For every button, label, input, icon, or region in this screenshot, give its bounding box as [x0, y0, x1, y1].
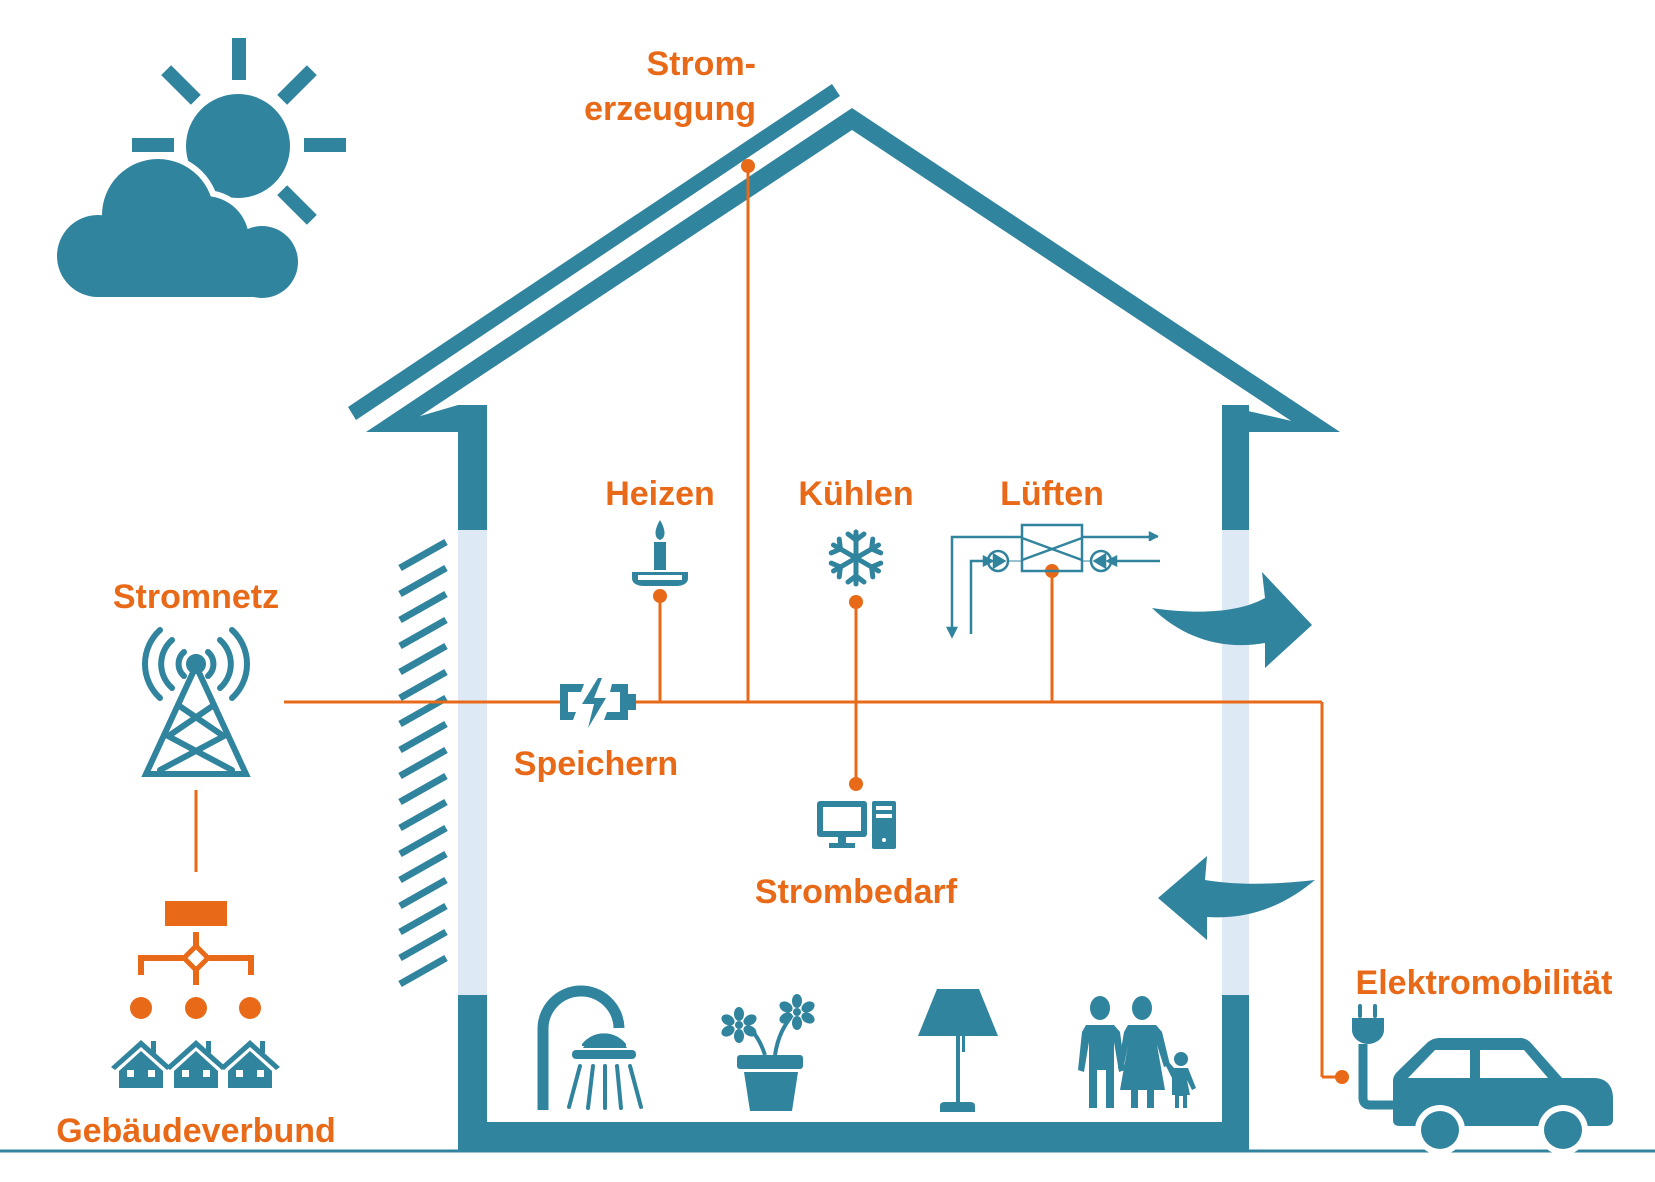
house-wall-left [458, 405, 487, 530]
louver-slat [398, 538, 448, 572]
label-power-generation-2: erzeugung [584, 90, 756, 128]
louver-slat [398, 564, 448, 598]
label-demand: Strombedarf [755, 873, 958, 911]
label-storage: Speichern [514, 745, 678, 783]
snowflake-icon [829, 529, 882, 584]
solar-panel-roof [348, 84, 840, 420]
air-in-arrow-icon [1158, 856, 1315, 940]
electric-car-plug-icon [1352, 1004, 1613, 1155]
louver-slat [398, 850, 448, 884]
transmission-tower-icon [141, 627, 251, 777]
shading-louvers-icon [398, 538, 448, 988]
label-ventilation: Lüften [1000, 475, 1104, 513]
power-network-lines [194, 166, 1340, 1079]
shower-icon [537, 985, 643, 1110]
louver-slat [398, 928, 448, 962]
louver-slat [398, 616, 448, 650]
label-power-generation-1: Strom- [646, 45, 756, 83]
window-left [458, 530, 487, 995]
small-house [166, 1040, 226, 1088]
roof-eave-right [1222, 405, 1340, 432]
heat-recovery-ventilation-icon [945, 523, 1160, 639]
louver-slat [398, 824, 448, 858]
house-roof [366, 108, 1340, 432]
desktop-computer-icon [817, 801, 896, 849]
label-heating: Heizen [605, 475, 715, 513]
connection-points [653, 159, 1349, 1084]
flower-pot-icon [721, 994, 817, 1111]
candle-icon [632, 520, 688, 586]
label-e-mobility: Elektromobilität [1356, 964, 1613, 1002]
window-right [1222, 530, 1249, 995]
louver-slat [398, 746, 448, 780]
roof-eave-left [366, 405, 458, 432]
louver-slat [398, 590, 448, 624]
house-floor [458, 1122, 1249, 1151]
louver-slat [398, 798, 448, 832]
floor-lamp-icon [918, 989, 998, 1112]
small-house [111, 1040, 171, 1088]
battery-charging-icon [560, 678, 636, 728]
louver-slat [398, 902, 448, 936]
louver-slat [398, 772, 448, 806]
sun-behind-cloud-icon [57, 38, 346, 298]
louver-slat [398, 720, 448, 754]
label-building-network: Gebäudeverbund [56, 1112, 336, 1150]
label-cooling: Kühlen [798, 475, 913, 513]
louver-slat [398, 668, 448, 702]
small-house [220, 1040, 280, 1088]
label-grid: Stromnetz [113, 578, 279, 616]
hierarchy-icon [130, 901, 261, 1019]
family-icon [1078, 996, 1196, 1108]
louver-slat [398, 954, 448, 988]
air-out-arrow-icon [1152, 572, 1312, 668]
louver-slat [398, 876, 448, 910]
row-houses-icon [111, 1040, 280, 1088]
louver-slat [398, 642, 448, 676]
